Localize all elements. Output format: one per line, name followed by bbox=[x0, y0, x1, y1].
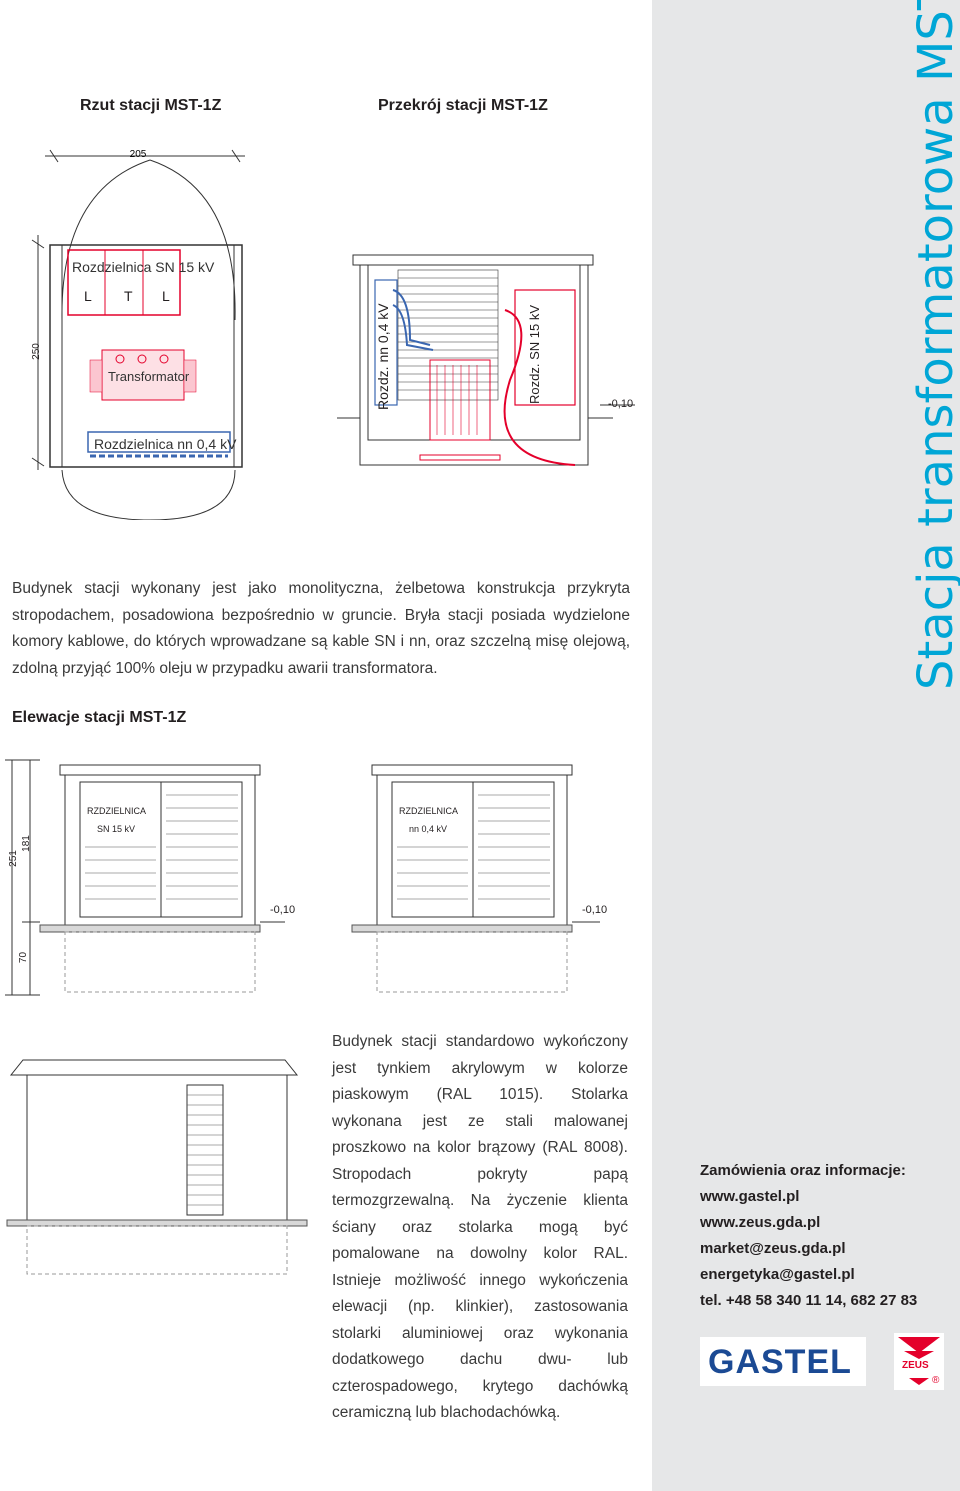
plan-transformer: Transformator bbox=[108, 369, 190, 384]
plan-drawing: 205 bbox=[31, 149, 245, 520]
elev-dim-below: 70 bbox=[18, 951, 30, 964]
plan-title: Rzut stacji MST-1Z bbox=[80, 97, 222, 114]
section-sn-label: Rozdz. SN 15 kV bbox=[527, 305, 542, 404]
elev-dim-total: 251 bbox=[7, 850, 19, 867]
sidebar-panel bbox=[652, 0, 960, 1491]
elevations-title: Elewacje stacji MST-1Z bbox=[12, 709, 187, 726]
contacts-heading: Zamówienia oraz informacje: bbox=[700, 1162, 906, 1179]
plan-sn-bay-1: L bbox=[84, 288, 92, 304]
contact-phone: tel. +48 58 340 11 14, 682 27 83 bbox=[700, 1292, 918, 1309]
elev-dim-above: 181 bbox=[20, 835, 32, 852]
elevations-drawing bbox=[5, 759, 600, 996]
contact-email-market[interactable]: market@zeus.gda.pl bbox=[700, 1240, 846, 1257]
plan-dim-width: 205 bbox=[130, 149, 147, 160]
contacts-block: Zamówienia oraz informacje: www.gastel.p… bbox=[700, 1158, 960, 1314]
elev-left-level: -0,10 bbox=[270, 904, 296, 916]
section-title: Przekrój stacji MST-1Z bbox=[378, 97, 548, 114]
elev-right-level: -0,10 bbox=[582, 904, 608, 916]
intro-paragraph: Budynek stacji wykonany jest jako monoli… bbox=[12, 580, 630, 677]
plan-sn-bay-3: L bbox=[162, 288, 170, 304]
plan-sn-bay-2: T bbox=[124, 288, 133, 304]
zeus-logo: ZEUS ® bbox=[894, 1333, 944, 1390]
elev-right-door-line2: nn 0,4 kV bbox=[409, 824, 448, 834]
zeus-logo-text: ZEUS bbox=[902, 1360, 929, 1371]
plan-sn-switchgear: Rozdzielnica SN 15 kV bbox=[72, 259, 215, 275]
contact-link-gastel[interactable]: www.gastel.pl bbox=[700, 1188, 800, 1205]
plan-nn-switchgear: Rozdzielnica nn 0,4 kV bbox=[94, 436, 237, 452]
section-level: -0,10 bbox=[608, 398, 634, 410]
gastel-logo: GASTEL bbox=[700, 1337, 866, 1386]
plan-dim-depth: 250 bbox=[30, 343, 42, 360]
elev-left-door-line1: RZDZIELNICA bbox=[87, 806, 147, 816]
section-drawing bbox=[337, 254, 635, 466]
contact-email-energetyka[interactable]: energetyka@gastel.pl bbox=[700, 1266, 855, 1283]
gastel-logo-text: GASTEL bbox=[708, 1343, 852, 1381]
sidebar-title: Stacja transformatorowa MST 1Z bbox=[908, 0, 960, 690]
elev-left-door-line2: SN 15 kV bbox=[97, 824, 136, 834]
section-nn-label: Rozdz. nn 0,4 kV bbox=[375, 303, 391, 410]
contact-link-zeus[interactable]: www.zeus.gda.pl bbox=[700, 1214, 821, 1231]
registered-mark: ® bbox=[932, 1375, 940, 1386]
elev-right-door-line1: RZDZIELNICA bbox=[399, 806, 459, 816]
finish-paragraph: Budynek stacji standardowo wykończony je… bbox=[332, 1033, 628, 1421]
perspective-view bbox=[6, 1059, 308, 1275]
